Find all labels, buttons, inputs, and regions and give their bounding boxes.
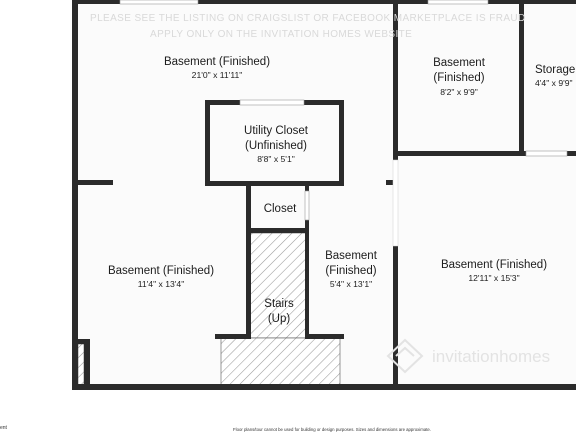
room-basement-left-dims: 11'4" x 13'4" [138,279,185,289]
door-storage [525,150,568,157]
room-basement-right-name: Basement (Finished) [441,259,547,271]
window-top-left [119,0,199,5]
door-closet [304,190,310,221]
room-basement-middle-name-1: Basement [325,250,378,262]
room-storage-dims: 4'4" x 9'9" [535,78,573,88]
room-basement-right-dims: 12'11" x 15'3" [468,273,519,283]
house-logo-icon [386,338,424,374]
room-basement-middle-dims: 5'4" x 13'1" [330,279,372,289]
stairs-landing-hatch [220,337,341,387]
room-storage-name: Storage [535,64,575,76]
door-utility [239,99,305,106]
brand-text: invitationhomes [432,347,550,366]
stairs-hatch [249,232,307,339]
room-basement-top-right-name-1: Basement [433,57,486,69]
room-basement-main-dims: 21'0" x 11'11" [192,70,243,80]
cut-label: ent [0,425,8,431]
opening-right-wall [392,159,399,247]
plan-floor [72,0,576,388]
room-basement-top-right-name-2: (Finished) [433,72,484,84]
room-stairs-name-2: (Up) [268,313,291,325]
room-basement-top-right-dims: 8'2" x 9'9" [440,87,478,97]
window-top-right [427,0,489,5]
room-basement-main-name: Basement (Finished) [164,56,270,68]
watermark-line-2: APPLY ONLY ON THE INVITATION HOMES WEBSI… [150,29,412,40]
room-basement-left-name: Basement (Finished) [108,265,214,277]
room-basement-middle-name-2: (Finished) [325,265,376,277]
room-stairs-name-1: Stairs [264,298,294,310]
left-corner-hatch [77,343,85,387]
footer-disclaimer: Floor plans/tour cannot be used for buil… [233,427,431,432]
room-utility-closet-name-2: (Unfinished) [245,140,307,152]
room-utility-closet-dims: 8'8" x 5'1" [257,154,295,164]
room-utility-closet-name-1: Utility Closet [244,125,309,137]
watermark-line-1: PLEASE SEE THE LISTING ON CRAIGSLIST OR … [90,13,526,24]
brand-watermark: invitationhomes [386,338,550,374]
room-closet-name: Closet [264,203,297,215]
